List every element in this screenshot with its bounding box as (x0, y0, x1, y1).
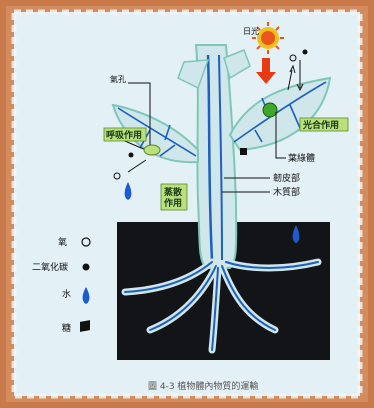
co2-icon-left-2 (129, 153, 134, 158)
sun-label: 日光 (243, 26, 259, 36)
legend-sugar-icon (80, 320, 90, 332)
legend-oxygen-label: 氧 (58, 236, 67, 248)
legend-water-label: 水 (62, 288, 71, 300)
chloroplast-label: 葉綠體 (288, 152, 315, 164)
xylem-label: 木質部 (273, 186, 300, 198)
stoma-marker (144, 145, 160, 155)
figure-caption: 圖 4-3 植物體內物質的運輸 (148, 380, 258, 392)
chloroplast (263, 103, 277, 117)
transpiration-label-1: 蒸散 (164, 186, 183, 198)
legend-sugar-label: 糖 (62, 322, 71, 334)
co2-icon (303, 50, 308, 55)
sugar-marker (240, 148, 247, 155)
respiration-label: 呼吸作用 (106, 129, 142, 141)
phloem-label: 韌皮部 (273, 172, 300, 184)
photosynthesis-label: 光合作用 (302, 119, 339, 131)
transpiration-label-2: 作用 (164, 197, 182, 209)
legend-co2-label: 二氧化碳 (32, 261, 68, 273)
legend-co2-icon (83, 264, 90, 271)
stoma-label: 氣孔 (110, 74, 126, 84)
